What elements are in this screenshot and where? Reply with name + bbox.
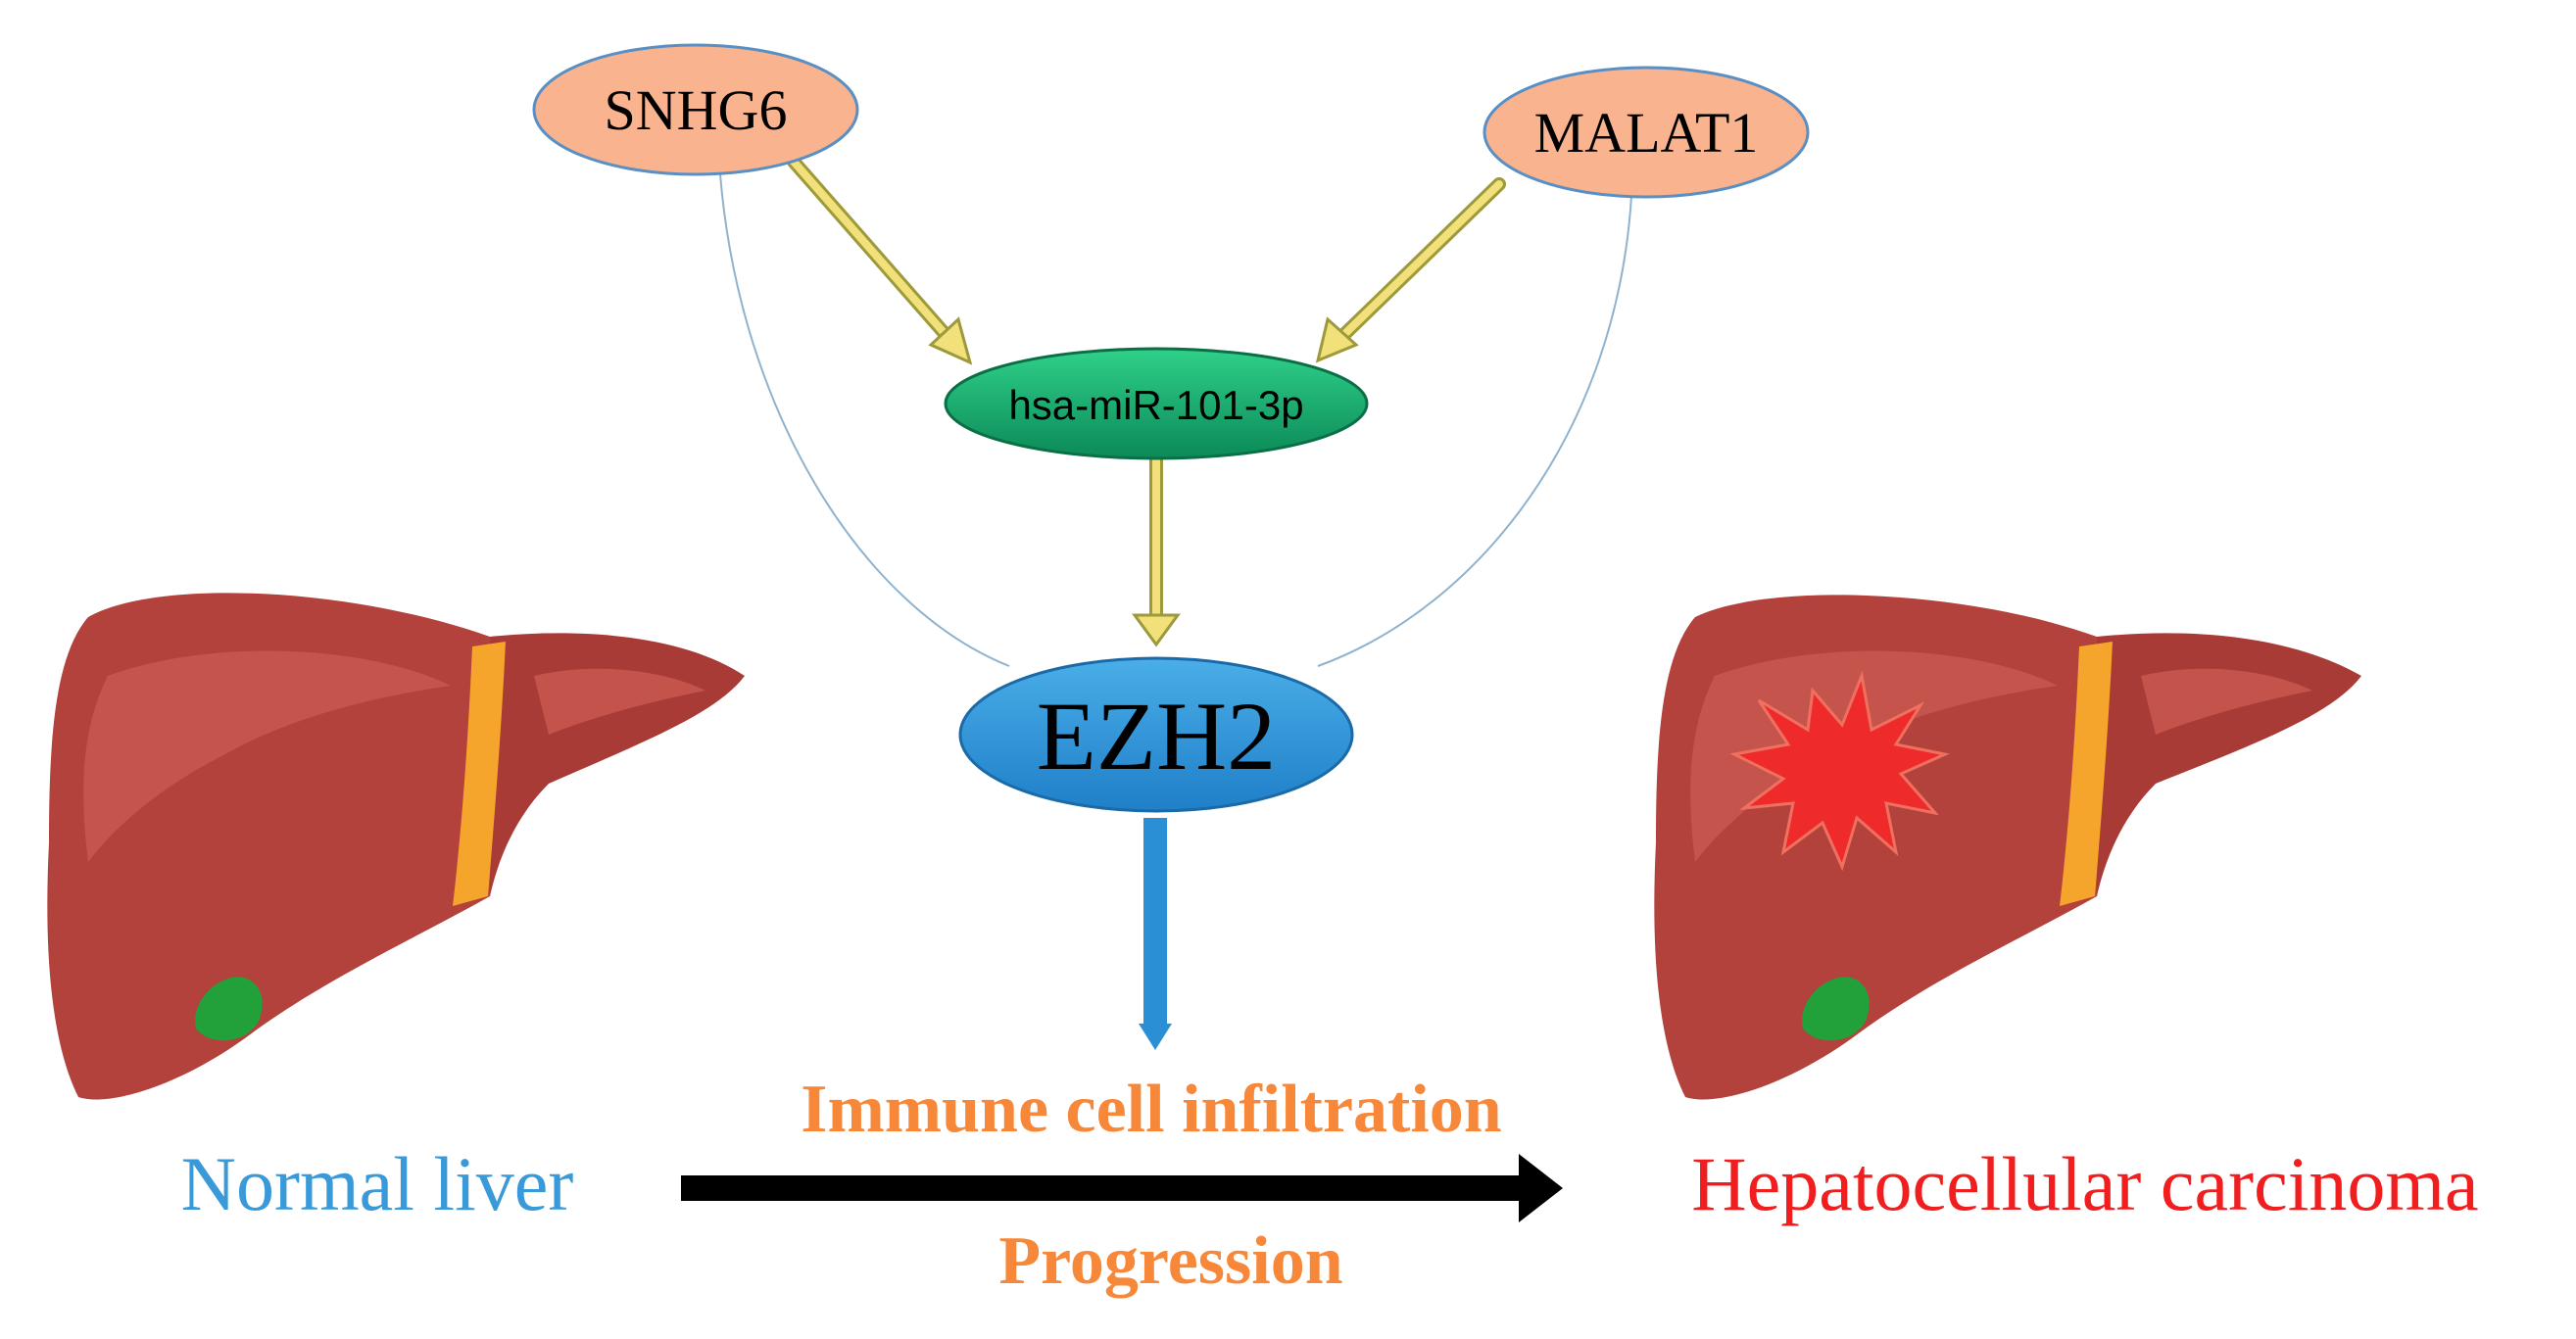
tumor-shape	[1729, 670, 1950, 872]
outcome-immune-infiltration: Immune cell infiltration	[801, 1072, 1501, 1147]
node-snhg6-label: SNHG6	[605, 78, 788, 142]
node-ezh2: EZH2	[958, 656, 1354, 813]
hcc-liver-illustration	[1654, 595, 2361, 1100]
progression-arrow	[681, 1154, 1563, 1222]
malat1-ezh2-arc	[1317, 195, 1632, 667]
arrow-mirna-to-ezh2	[1132, 452, 1181, 647]
arrow-ezh2-to-outcome	[1139, 818, 1172, 1050]
label-hcc: Hepatocellular carcinoma	[1691, 1141, 2478, 1226]
node-malat1-label: MALAT1	[1534, 101, 1759, 165]
snhg6-ezh2-arc	[719, 173, 1010, 667]
outcome-progression: Progression	[998, 1223, 1342, 1299]
node-malat1: MALAT1	[1482, 66, 1810, 199]
arrow-malat1-to-mirna	[1315, 177, 1506, 363]
node-snhg6: SNHG6	[532, 43, 859, 176]
node-ezh2-label: EZH2	[1037, 682, 1276, 790]
label-normal-liver: Normal liver	[181, 1141, 574, 1226]
normal-liver-illustration	[47, 593, 745, 1100]
node-mirna: hsa-miR-101-3p	[944, 347, 1369, 460]
arrow-snhg6-to-mirna	[787, 155, 973, 365]
node-mirna-label: hsa-miR-101-3p	[1008, 382, 1303, 428]
